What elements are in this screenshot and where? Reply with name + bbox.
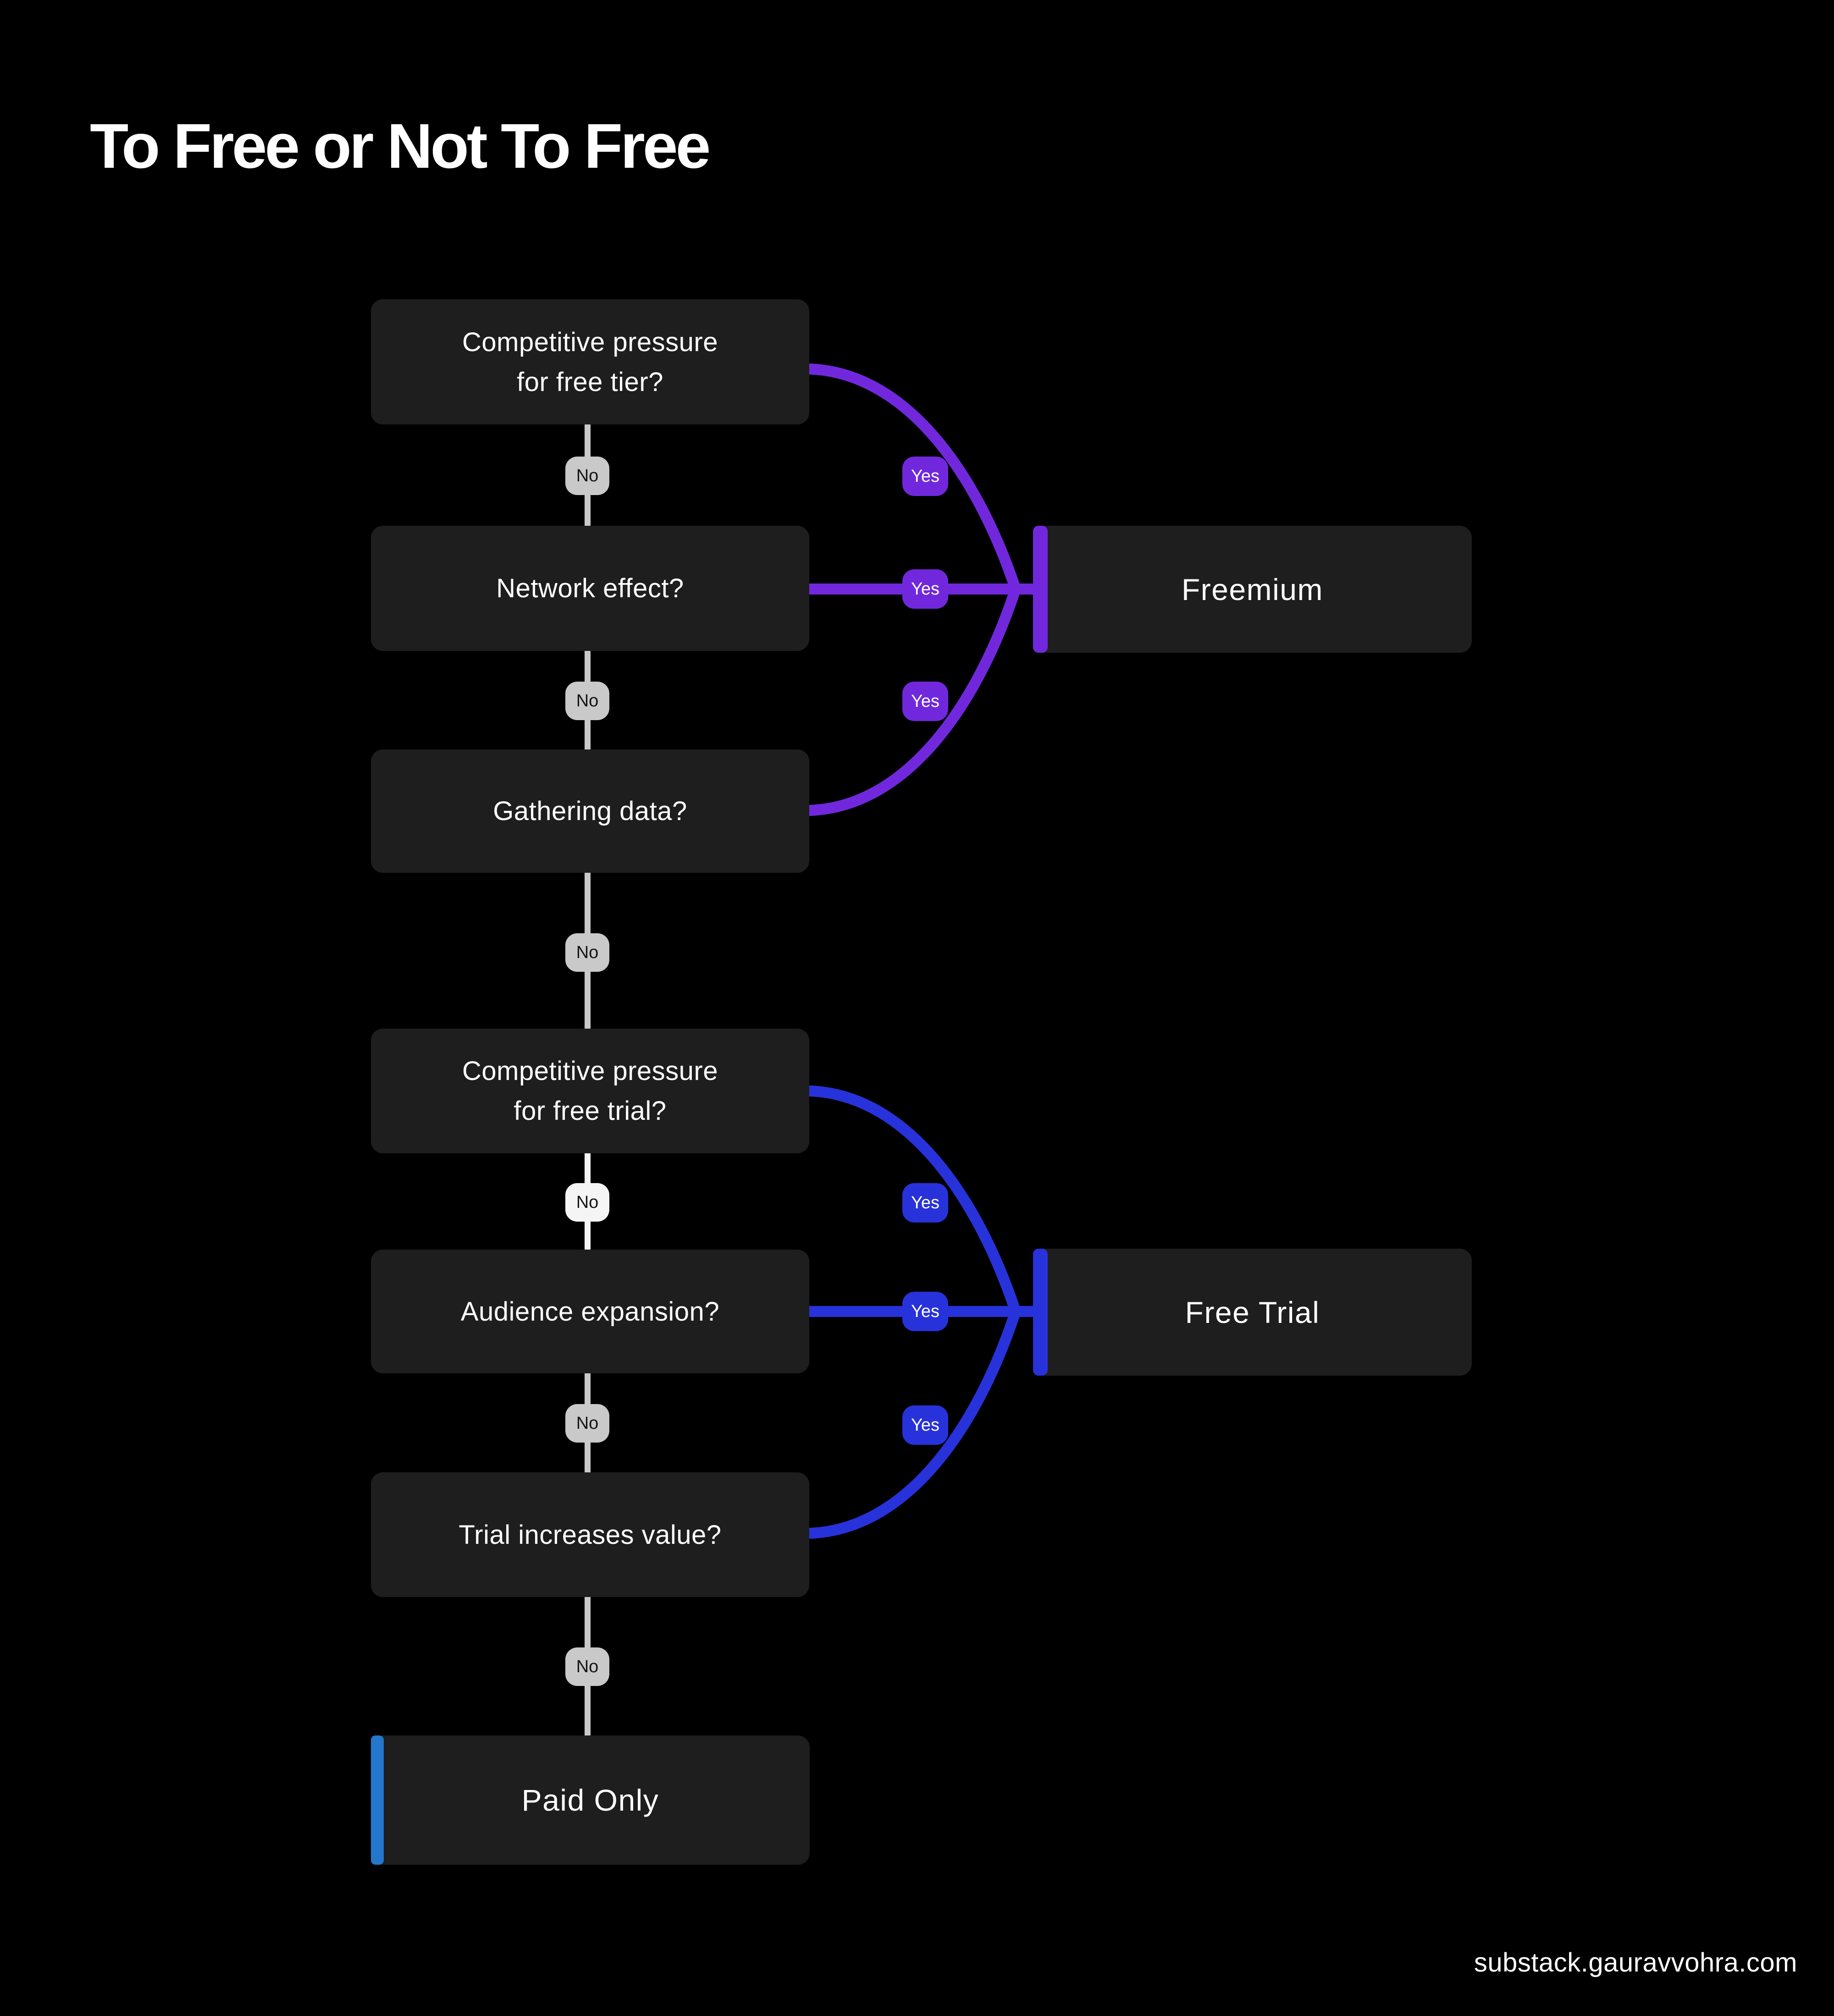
attribution-url: substack.gauravvohra.com	[1474, 1948, 1797, 1977]
yes-badge-6: Yes	[902, 1405, 948, 1445]
result-label: Paid Only	[521, 1783, 659, 1817]
question-label: Trial increases value?	[458, 1520, 722, 1550]
question-label: Audience expansion?	[460, 1296, 720, 1327]
question-node-trial-increases-value: Trial increases value?	[371, 1472, 809, 1597]
yes-badge-1: Yes	[902, 457, 948, 496]
question-label: Competitive pressure for free tier?	[462, 327, 718, 397]
edge-q1-yes-freemium	[804, 364, 1021, 595]
question-label: Gathering data?	[493, 796, 687, 826]
no-badge-5: No	[565, 1404, 609, 1443]
question-node-network-effect: Network effect?	[371, 526, 809, 651]
page-title: To Free or Not To Free	[90, 111, 711, 182]
result-node-free-trial: Free Trial	[1033, 1249, 1472, 1376]
no-badge-3: No	[565, 933, 609, 972]
result-node-paid-only: Paid Only	[371, 1735, 810, 1865]
no-badge-4: No	[565, 1183, 609, 1222]
yes-badge-3: Yes	[902, 682, 948, 721]
question-node-gathering-data: Gathering data?	[371, 749, 809, 873]
no-badge-2: No	[565, 682, 609, 720]
question-label: Competitive pressure for free trial?	[462, 1056, 718, 1126]
free-trial-accent-bar	[1033, 1249, 1048, 1376]
edge-q4-yes-free-trial	[804, 1085, 1021, 1317]
result-node-freemium: Freemium	[1033, 526, 1472, 653]
question-node-free-tier-pressure: Competitive pressure for free tier?	[371, 299, 809, 424]
yes-badge-4: Yes	[902, 1183, 948, 1223]
question-label: Network effect?	[496, 573, 684, 603]
freemium-accent-bar	[1033, 526, 1048, 653]
yes-badge-5: Yes	[902, 1292, 948, 1331]
yes-badge-2: Yes	[902, 569, 948, 609]
paid-only-accent-bar	[371, 1735, 384, 1865]
question-node-audience-expansion: Audience expansion?	[371, 1250, 809, 1373]
edge-q6-yes-free-trial	[804, 1306, 1021, 1539]
edge-q3-yes-freemium	[804, 584, 1021, 816]
question-node-free-trial-pressure: Competitive pressure for free trial?	[371, 1029, 809, 1153]
result-label: Freemium	[1181, 572, 1324, 606]
no-badge-1: No	[565, 457, 609, 495]
result-label: Free Trial	[1185, 1295, 1320, 1329]
no-badge-6: No	[565, 1647, 609, 1686]
